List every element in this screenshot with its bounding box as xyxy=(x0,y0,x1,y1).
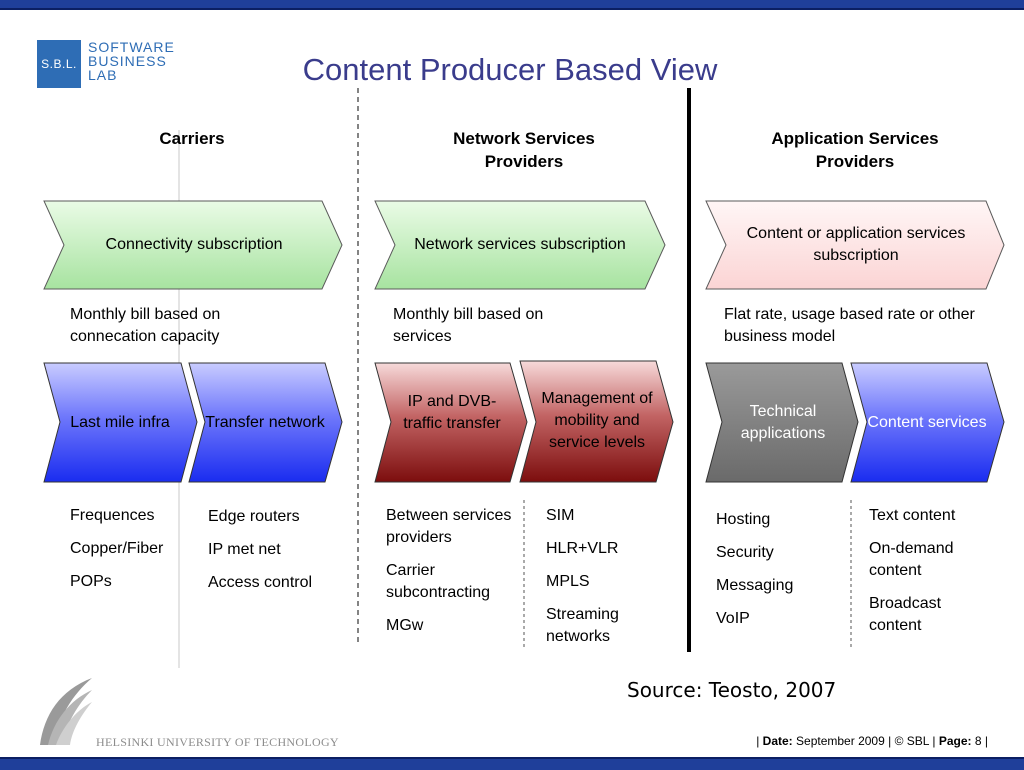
logo-line-3: LAB xyxy=(88,67,118,83)
list-item: HLR+VLR xyxy=(546,540,619,557)
chevron-content-application xyxy=(705,200,1005,290)
list-item: Carrier subcontracting xyxy=(386,562,491,601)
label-technical-applications: Technical applications xyxy=(740,403,826,442)
list-item: IP met net xyxy=(208,541,281,558)
list-item: Text content xyxy=(869,507,956,524)
footer-copyright: © SBL xyxy=(894,734,929,748)
chevron-connectivity xyxy=(43,200,343,290)
logo-abbr: S.B.L. xyxy=(41,57,77,71)
chevron-technical-apps xyxy=(705,362,859,483)
chevron-content-services xyxy=(850,362,1005,483)
footer-date-value: September 2009 xyxy=(796,734,885,748)
list-item: MPLS xyxy=(546,573,590,590)
footer-page-value: 8 xyxy=(974,734,982,748)
label-transfer-network: Transfer network xyxy=(205,414,325,431)
list-item: Copper/Fiber xyxy=(70,540,164,557)
list-item: Between services providers xyxy=(386,507,512,546)
list-item: Messaging xyxy=(716,577,794,594)
list-item: VoIP xyxy=(716,610,750,627)
list-technical-apps: Hosting Security Messaging VoIP xyxy=(716,509,836,641)
hut-logo-icon xyxy=(40,678,92,745)
top-bar xyxy=(0,0,1024,10)
list-item: On-demand content xyxy=(869,540,954,579)
sbl-logo-text: SOFTWARE BUSINESS LAB xyxy=(88,40,175,82)
heading-network-services-providers: Network Services Providers xyxy=(453,129,595,171)
list-management: SIM HLR+VLR MPLS Streaming networks xyxy=(546,505,666,659)
heading-carriers: Carriers xyxy=(159,129,225,148)
logo-line-1: SOFTWARE xyxy=(88,39,175,55)
desc-application-services: Flat rate, usage based rate or other bus… xyxy=(724,306,975,345)
list-item: Edge routers xyxy=(208,508,300,525)
university-name: HELSINKI UNIVERSITY OF TECHNOLOGY xyxy=(96,735,339,749)
desc-carriers: Monthly bill based on connecation capaci… xyxy=(70,306,221,345)
label-ip-dvb-traffic: IP and DVB-traffic transfer xyxy=(403,393,501,432)
list-transfer-network: Edge routers IP met net Access control xyxy=(208,506,348,605)
slide-footer: | Date: September 2009 | © SBL | Page: 8… xyxy=(756,734,988,748)
label-connectivity-subscription: Connectivity subscription xyxy=(105,236,283,253)
label-last-mile-infra: Last mile infra xyxy=(70,414,170,431)
footer-sep: | xyxy=(984,734,988,748)
chevron-last-mile xyxy=(43,362,198,483)
footer-date-label: Date: xyxy=(762,734,793,748)
footer-sep: | xyxy=(932,734,936,748)
heading-application-services-providers: Application Services Providers xyxy=(771,129,939,171)
chevron-network-services xyxy=(374,200,666,290)
page-title: Content Producer Based View xyxy=(302,52,718,87)
chevron-transfer-network xyxy=(188,362,343,483)
desc-network-services: Monthly bill based on services xyxy=(393,306,544,345)
label-management-mobility: Management of mobility and service level… xyxy=(541,390,653,451)
list-item: Streaming networks xyxy=(546,606,619,645)
list-item: Broadcast content xyxy=(869,595,942,634)
label-network-services-subscription: Network services subscription xyxy=(414,236,626,253)
chevron-management xyxy=(519,360,674,483)
list-item: Hosting xyxy=(716,511,771,528)
list-item: POPs xyxy=(70,573,112,590)
label-content-application-subscription: Content or application services subscrip… xyxy=(746,225,966,264)
footer-sep: | xyxy=(888,734,892,748)
list-item: Frequences xyxy=(70,507,155,524)
label-content-services: Content services xyxy=(867,414,987,431)
list-item: MGw xyxy=(386,617,424,634)
chevron-ip-dvb xyxy=(374,362,528,483)
list-last-mile: Frequences Copper/Fiber POPs xyxy=(70,505,180,604)
footer-page-label: Page: xyxy=(938,734,972,748)
list-item: Access control xyxy=(208,574,313,591)
list-item: SIM xyxy=(546,507,575,524)
list-item: Security xyxy=(716,544,774,561)
logo-line-2: BUSINESS xyxy=(88,53,167,69)
list-content-services: Text content On-demand content Broadcast… xyxy=(869,505,989,648)
list-ip-dvb: Between services providers Carrier subco… xyxy=(386,505,514,648)
footer-sep: | xyxy=(756,734,760,748)
bottom-bar xyxy=(0,757,1024,770)
sbl-logo: S.B.L. xyxy=(37,40,81,88)
source-note: Source: Teosto, 2007 xyxy=(627,678,837,702)
